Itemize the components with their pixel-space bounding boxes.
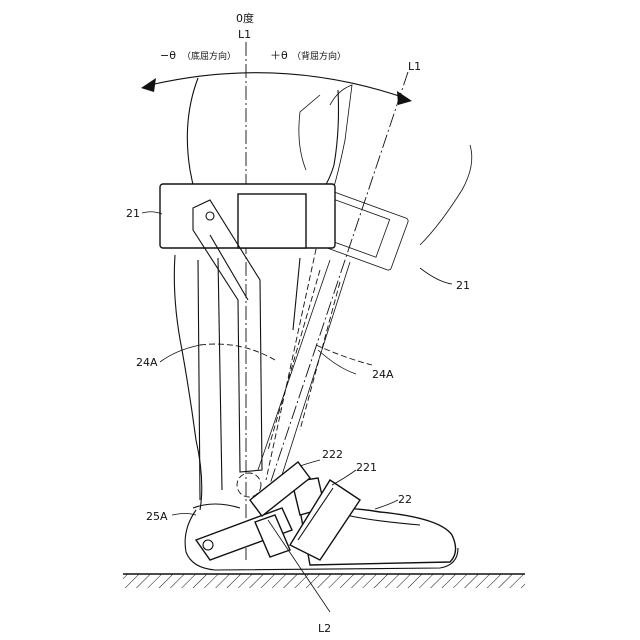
label-axis-l1-top: L1 xyxy=(238,28,251,41)
label-ref-25a: 25A xyxy=(146,510,168,523)
dorsiflexed-leg-outline xyxy=(200,85,472,450)
label-ref-21-right: 21 xyxy=(456,279,470,292)
label-minus-theta: −θ xyxy=(160,49,176,62)
axis-lines xyxy=(246,42,408,560)
label-ref-222: 222 xyxy=(322,448,343,461)
label-axis-l1-tilted: L1 xyxy=(408,60,421,73)
label-ref-221: 221 xyxy=(356,461,377,474)
arc-arrow-left-icon xyxy=(141,78,156,92)
cuff-21-neutral xyxy=(160,184,335,248)
label-minus-theta-note: （底屈方向） xyxy=(182,50,236,62)
label-ref-24a-left: 24A xyxy=(136,356,158,369)
strut-24a-tilted xyxy=(258,240,350,480)
label-ref-22: 22 xyxy=(398,493,412,506)
label-axis-l2: L2 xyxy=(318,622,331,635)
label-plus-theta: ＋θ xyxy=(270,49,288,62)
label-ref-21-left: 21 xyxy=(126,207,140,220)
rotation-arc xyxy=(141,73,412,105)
label-ref-24a-right: 24A xyxy=(372,368,394,381)
label-plus-theta-note: （背屈方向） xyxy=(292,50,346,62)
label-zero-deg: 0度 xyxy=(236,11,254,25)
ground xyxy=(123,574,525,588)
